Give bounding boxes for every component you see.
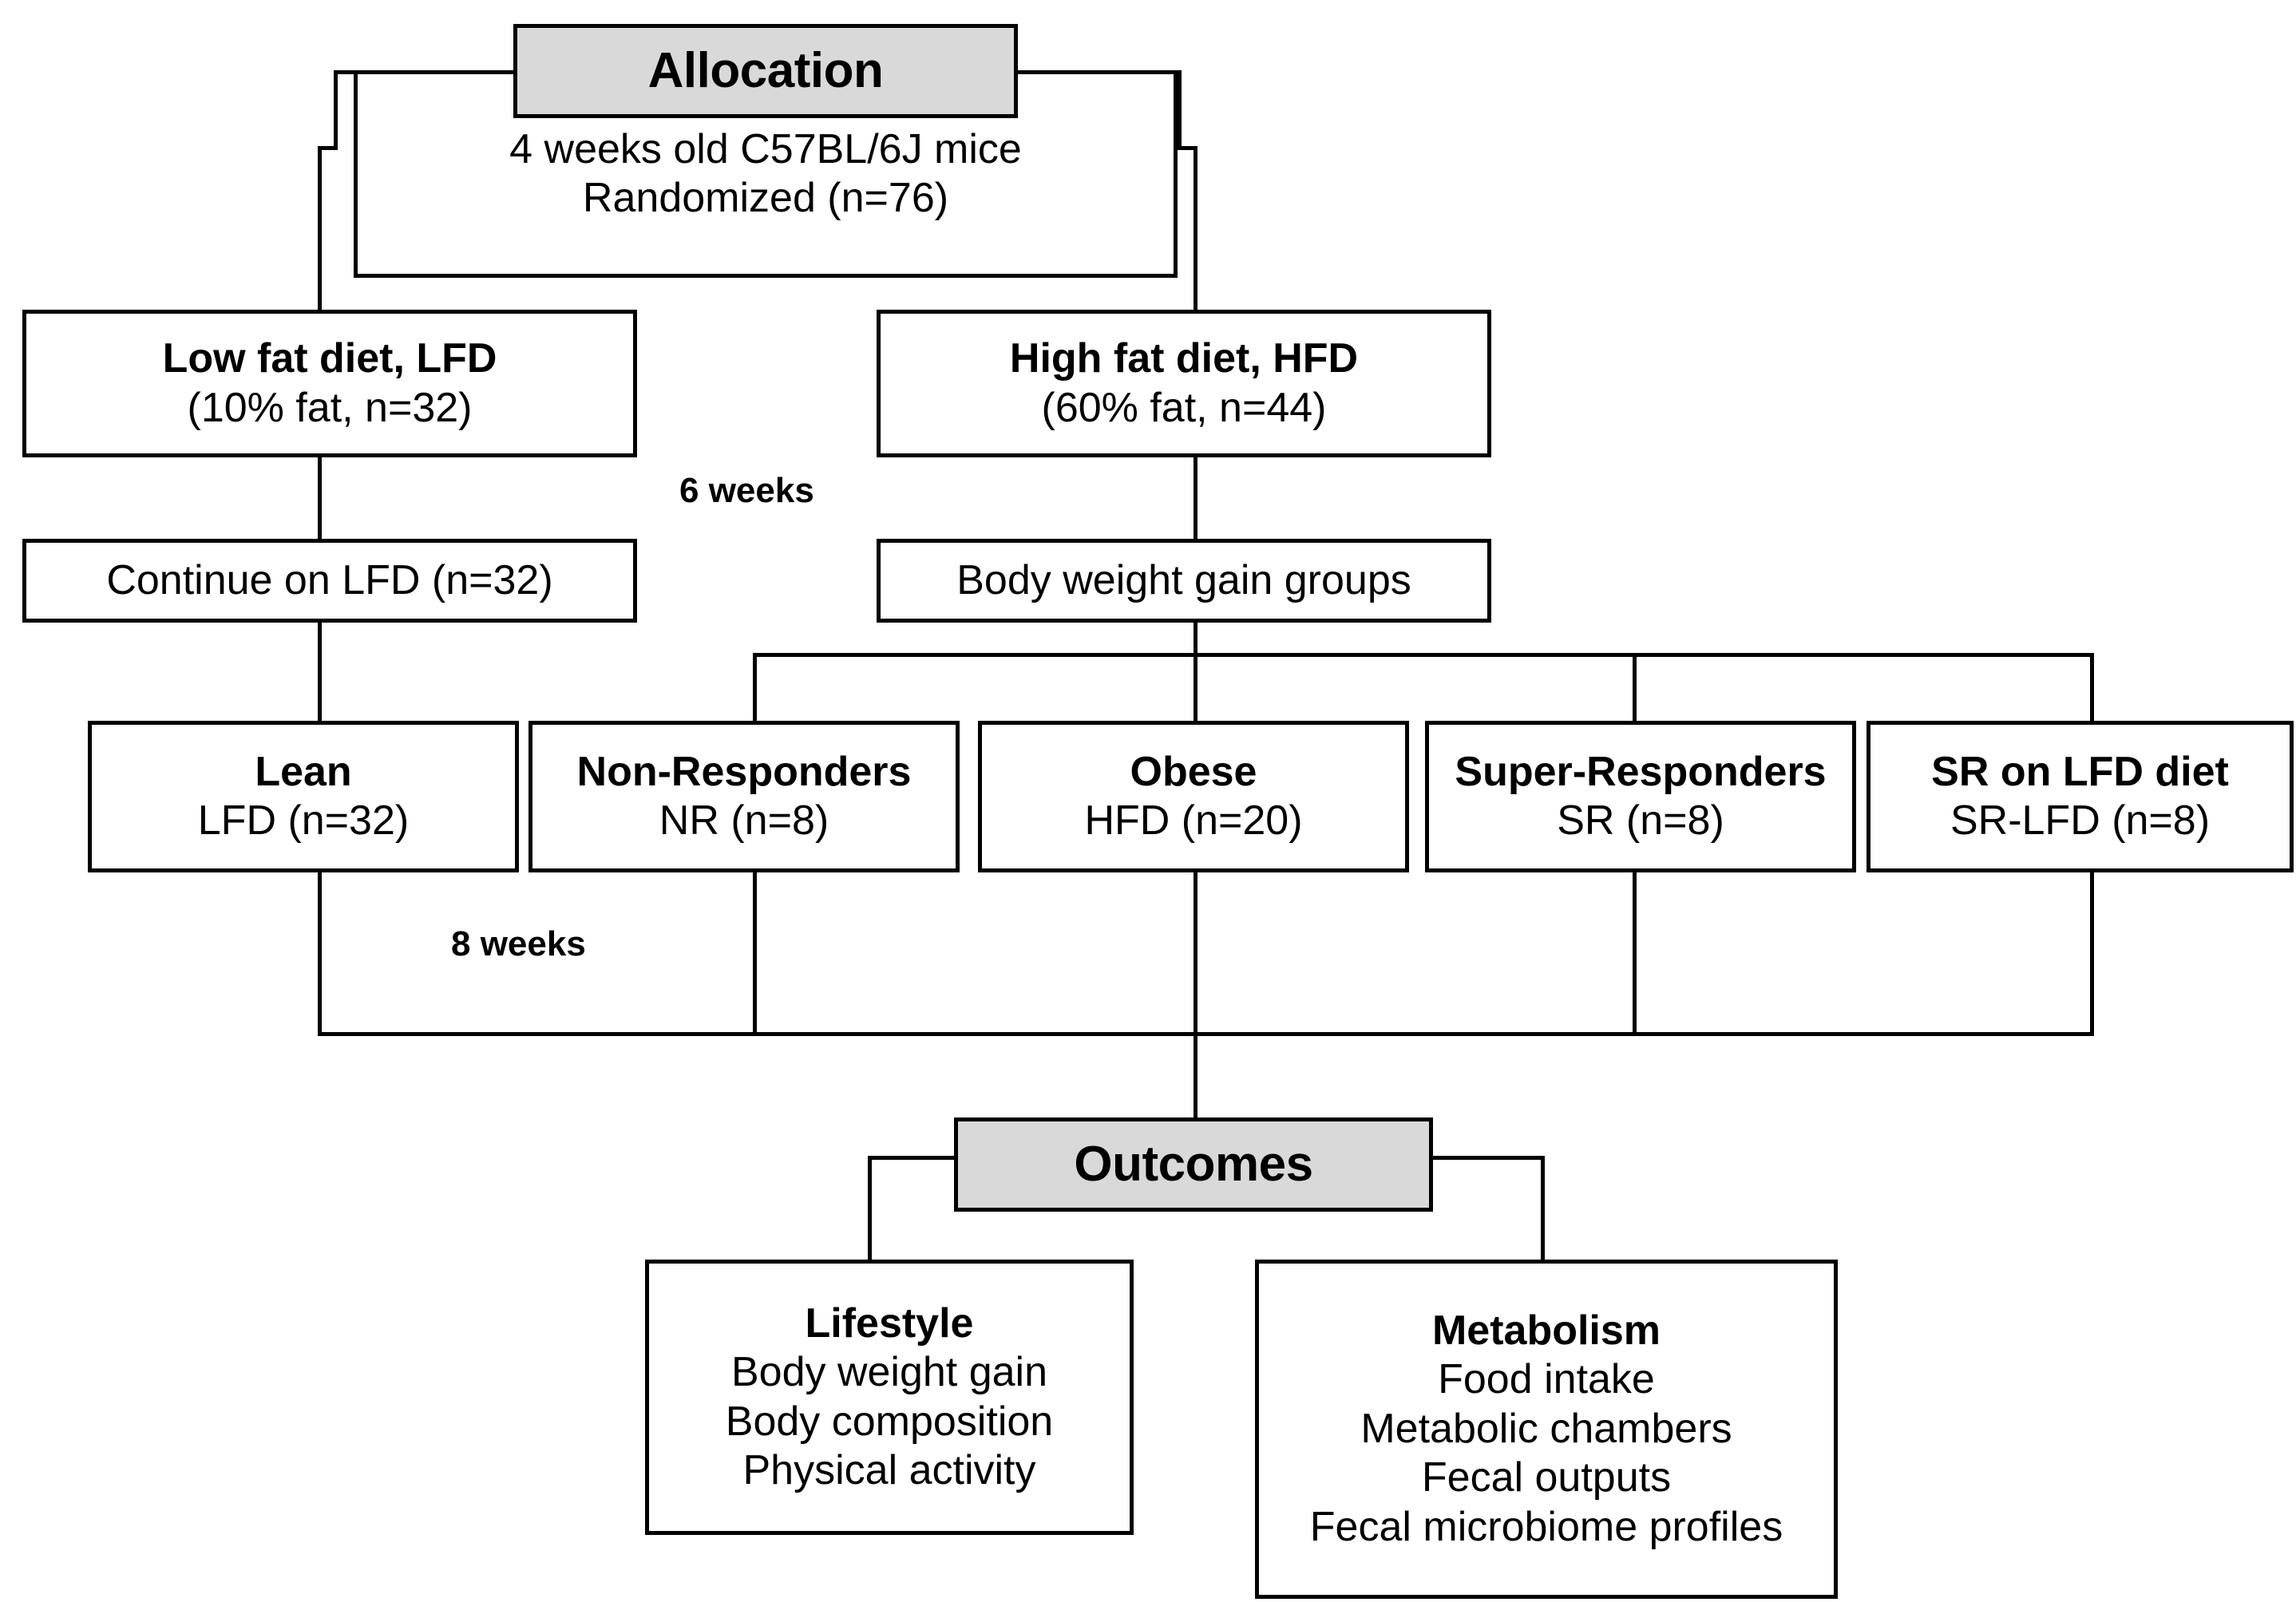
connector-lfd-to-continue (318, 457, 322, 543)
group-title-obese: Obese (1130, 748, 1257, 795)
outcome-panel-metabolism: Metabolism Food intake Metabolic chamber… (1255, 1260, 1838, 1599)
connector-allocation-left-drop (334, 70, 338, 150)
connector-bwg-stem (1194, 623, 1197, 656)
connector-sr-down (1633, 868, 1637, 1034)
group-box-non-responders: Non-Responders NR (n=8) (528, 721, 960, 872)
lfd-box: Low fat diet, LFD (10% fat, n=32) (22, 310, 637, 457)
continue-lfd-box: Continue on LFD (n=32) (22, 539, 637, 623)
connector-bus-drop-sr (1633, 653, 1637, 725)
group-box-sr-on-lfd: SR on LFD diet SR-LFD (n=8) (1866, 721, 2294, 872)
connector-allocation-left-arm (318, 146, 338, 150)
lfd-detail: (10% fat, n=32) (187, 384, 473, 431)
group-detail-non-responders: NR (n=8) (659, 797, 829, 844)
duration-label-8-weeks: 8 weeks (451, 924, 586, 963)
connector-nr-down (753, 868, 757, 1034)
connector-convergence-bus (318, 1032, 2094, 1036)
connector-outcomes-left-shoulder (868, 1156, 958, 1160)
connector-bus-drop-nr (753, 653, 757, 725)
hfd-box: High fat diet, HFD (60% fat, n=44) (877, 310, 1491, 457)
connector-lean-down (318, 868, 322, 1034)
connector-hfd-to-bwg (1194, 457, 1197, 543)
connector-outcomes-left-drop (868, 1156, 872, 1261)
group-title-non-responders: Non-Responders (576, 748, 912, 795)
connector-srlfd-down (2090, 868, 2094, 1034)
metabolism-item-3: Fecal outputs (1421, 1454, 1672, 1501)
connector-allocation-right-arm (1178, 146, 1197, 150)
lifestyle-title: Lifestyle (805, 1299, 974, 1347)
outcomes-header-label: Outcomes (1074, 1137, 1313, 1193)
lfd-title: Low fat diet, LFD (162, 335, 497, 382)
body-weight-gain-groups-label: Body weight gain groups (956, 556, 1411, 603)
connector-allocation-right-drop (1178, 70, 1182, 150)
connector-hfd-down (1194, 146, 1197, 318)
connector-bus-to-outcomes (1194, 1032, 1197, 1126)
connector-bwg-bus (753, 653, 2094, 657)
group-box-obese: Obese HFD (n=20) (978, 721, 1409, 872)
allocation-line-2: Randomized (n=76) (582, 175, 949, 221)
metabolism-item-2: Metabolic chambers (1360, 1405, 1732, 1452)
body-weight-gain-groups-box: Body weight gain groups (877, 539, 1491, 623)
connector-obese-down (1194, 868, 1197, 1034)
metabolism-item-4: Fecal microbiome profiles (1309, 1503, 1783, 1550)
allocation-line-1: 4 weeks old C57BL/6J mice (509, 125, 1022, 172)
lifestyle-item-1: Body weight gain (730, 1349, 1048, 1396)
connector-outcomes-right-shoulder (1429, 1156, 1545, 1160)
group-title-super-responders: Super-Responders (1455, 748, 1827, 795)
connector-bus-drop-srlfd (2090, 653, 2094, 725)
group-box-super-responders: Super-Responders SR (n=8) (1425, 721, 1856, 872)
allocation-header-box: Allocation (513, 24, 1018, 118)
lifestyle-item-2: Body composition (725, 1398, 1054, 1445)
connector-bus-drop-obese (1194, 653, 1197, 725)
connector-outcomes-right-drop (1541, 1156, 1545, 1261)
lifestyle-item-3: Physical activity (742, 1446, 1036, 1493)
duration-label-6-weeks: 6 weeks (679, 471, 814, 510)
group-detail-obese: HFD (n=20) (1084, 797, 1303, 844)
hfd-detail: (60% fat, n=44) (1041, 384, 1327, 431)
connector-continue-to-lean (318, 623, 322, 725)
group-title-sr-on-lfd: SR on LFD diet (1931, 748, 2229, 795)
outcome-panel-lifestyle: Lifestyle Body weight gain Body composit… (645, 1260, 1134, 1535)
allocation-header-label: Allocation (647, 43, 884, 99)
group-detail-lean: LFD (n=32) (197, 797, 410, 844)
metabolism-item-1: Food intake (1438, 1356, 1655, 1403)
group-detail-super-responders: SR (n=8) (1557, 797, 1724, 844)
hfd-title: High fat diet, HFD (1009, 335, 1359, 382)
connector-lfd-down (318, 146, 322, 318)
continue-lfd-label: Continue on LFD (n=32) (106, 556, 553, 603)
group-box-lean: Lean LFD (n=32) (88, 721, 519, 872)
metabolism-title: Metabolism (1431, 1307, 1661, 1355)
group-title-lean: Lean (255, 748, 352, 795)
group-detail-sr-on-lfd: SR-LFD (n=8) (1950, 797, 2211, 844)
outcomes-header-box: Outcomes (954, 1117, 1433, 1212)
